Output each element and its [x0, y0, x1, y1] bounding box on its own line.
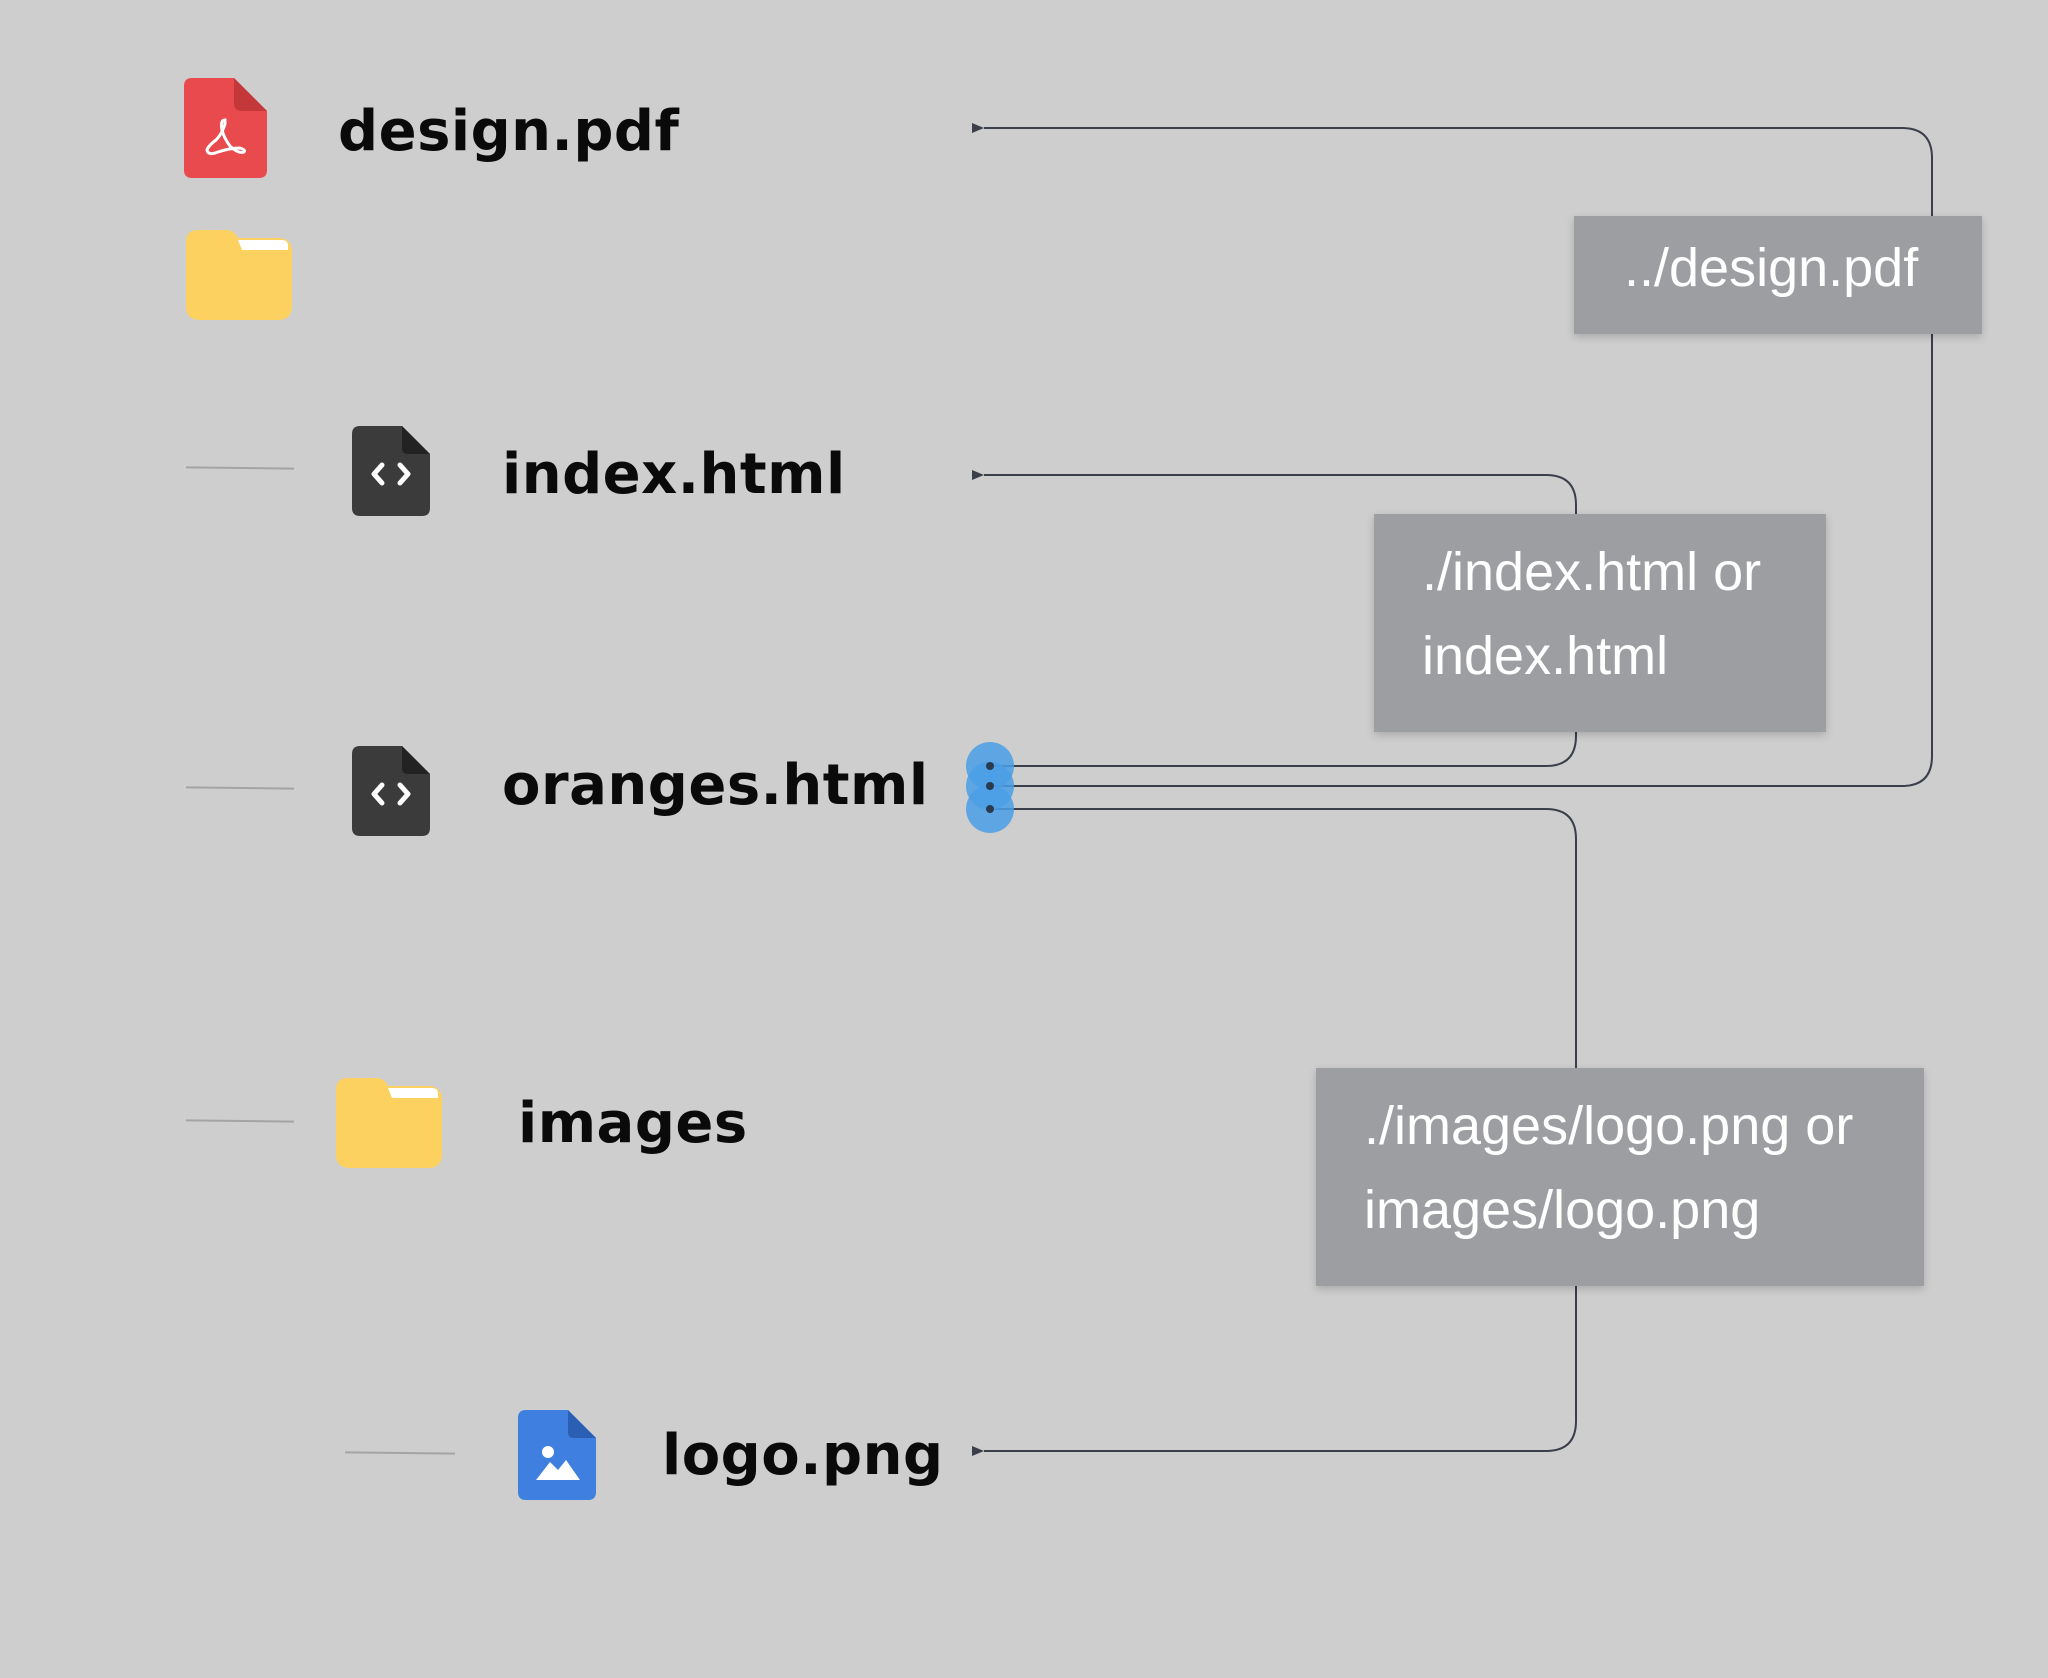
path-box-logo-png: ./images/logo.png or images/logo.png — [1316, 1068, 1924, 1286]
oranges-html-label[interactable]: oranges.html — [502, 753, 929, 818]
connector-to-design-pdf — [972, 123, 1933, 787]
image-file-icon[interactable] — [518, 1410, 596, 1500]
path-text: index.html — [1422, 626, 1669, 686]
path-box-design-pdf: ../design.pdf — [1574, 216, 1982, 334]
index-html-label[interactable]: index.html — [502, 442, 846, 507]
logo-png-label[interactable]: logo.png — [662, 1423, 944, 1488]
path-text: ./index.html or — [1422, 542, 1762, 602]
path-text: ./images/logo.png or — [1364, 1096, 1854, 1156]
path-box-index-html: ./index.html or index.html — [1374, 514, 1826, 732]
pdf-file-icon[interactable] — [184, 78, 267, 178]
code-file-icon[interactable] — [352, 746, 430, 836]
design-pdf-label[interactable]: design.pdf — [338, 99, 680, 164]
root-folder-icon[interactable] — [186, 228, 292, 320]
code-file-icon[interactable] — [352, 426, 430, 516]
connection-ports[interactable] — [966, 742, 1014, 833]
images-folder-label[interactable]: images — [518, 1091, 748, 1156]
path-text: ../design.pdf — [1624, 238, 1919, 298]
images-folder-icon[interactable] — [336, 1076, 442, 1168]
path-text: images/logo.png — [1364, 1180, 1761, 1240]
